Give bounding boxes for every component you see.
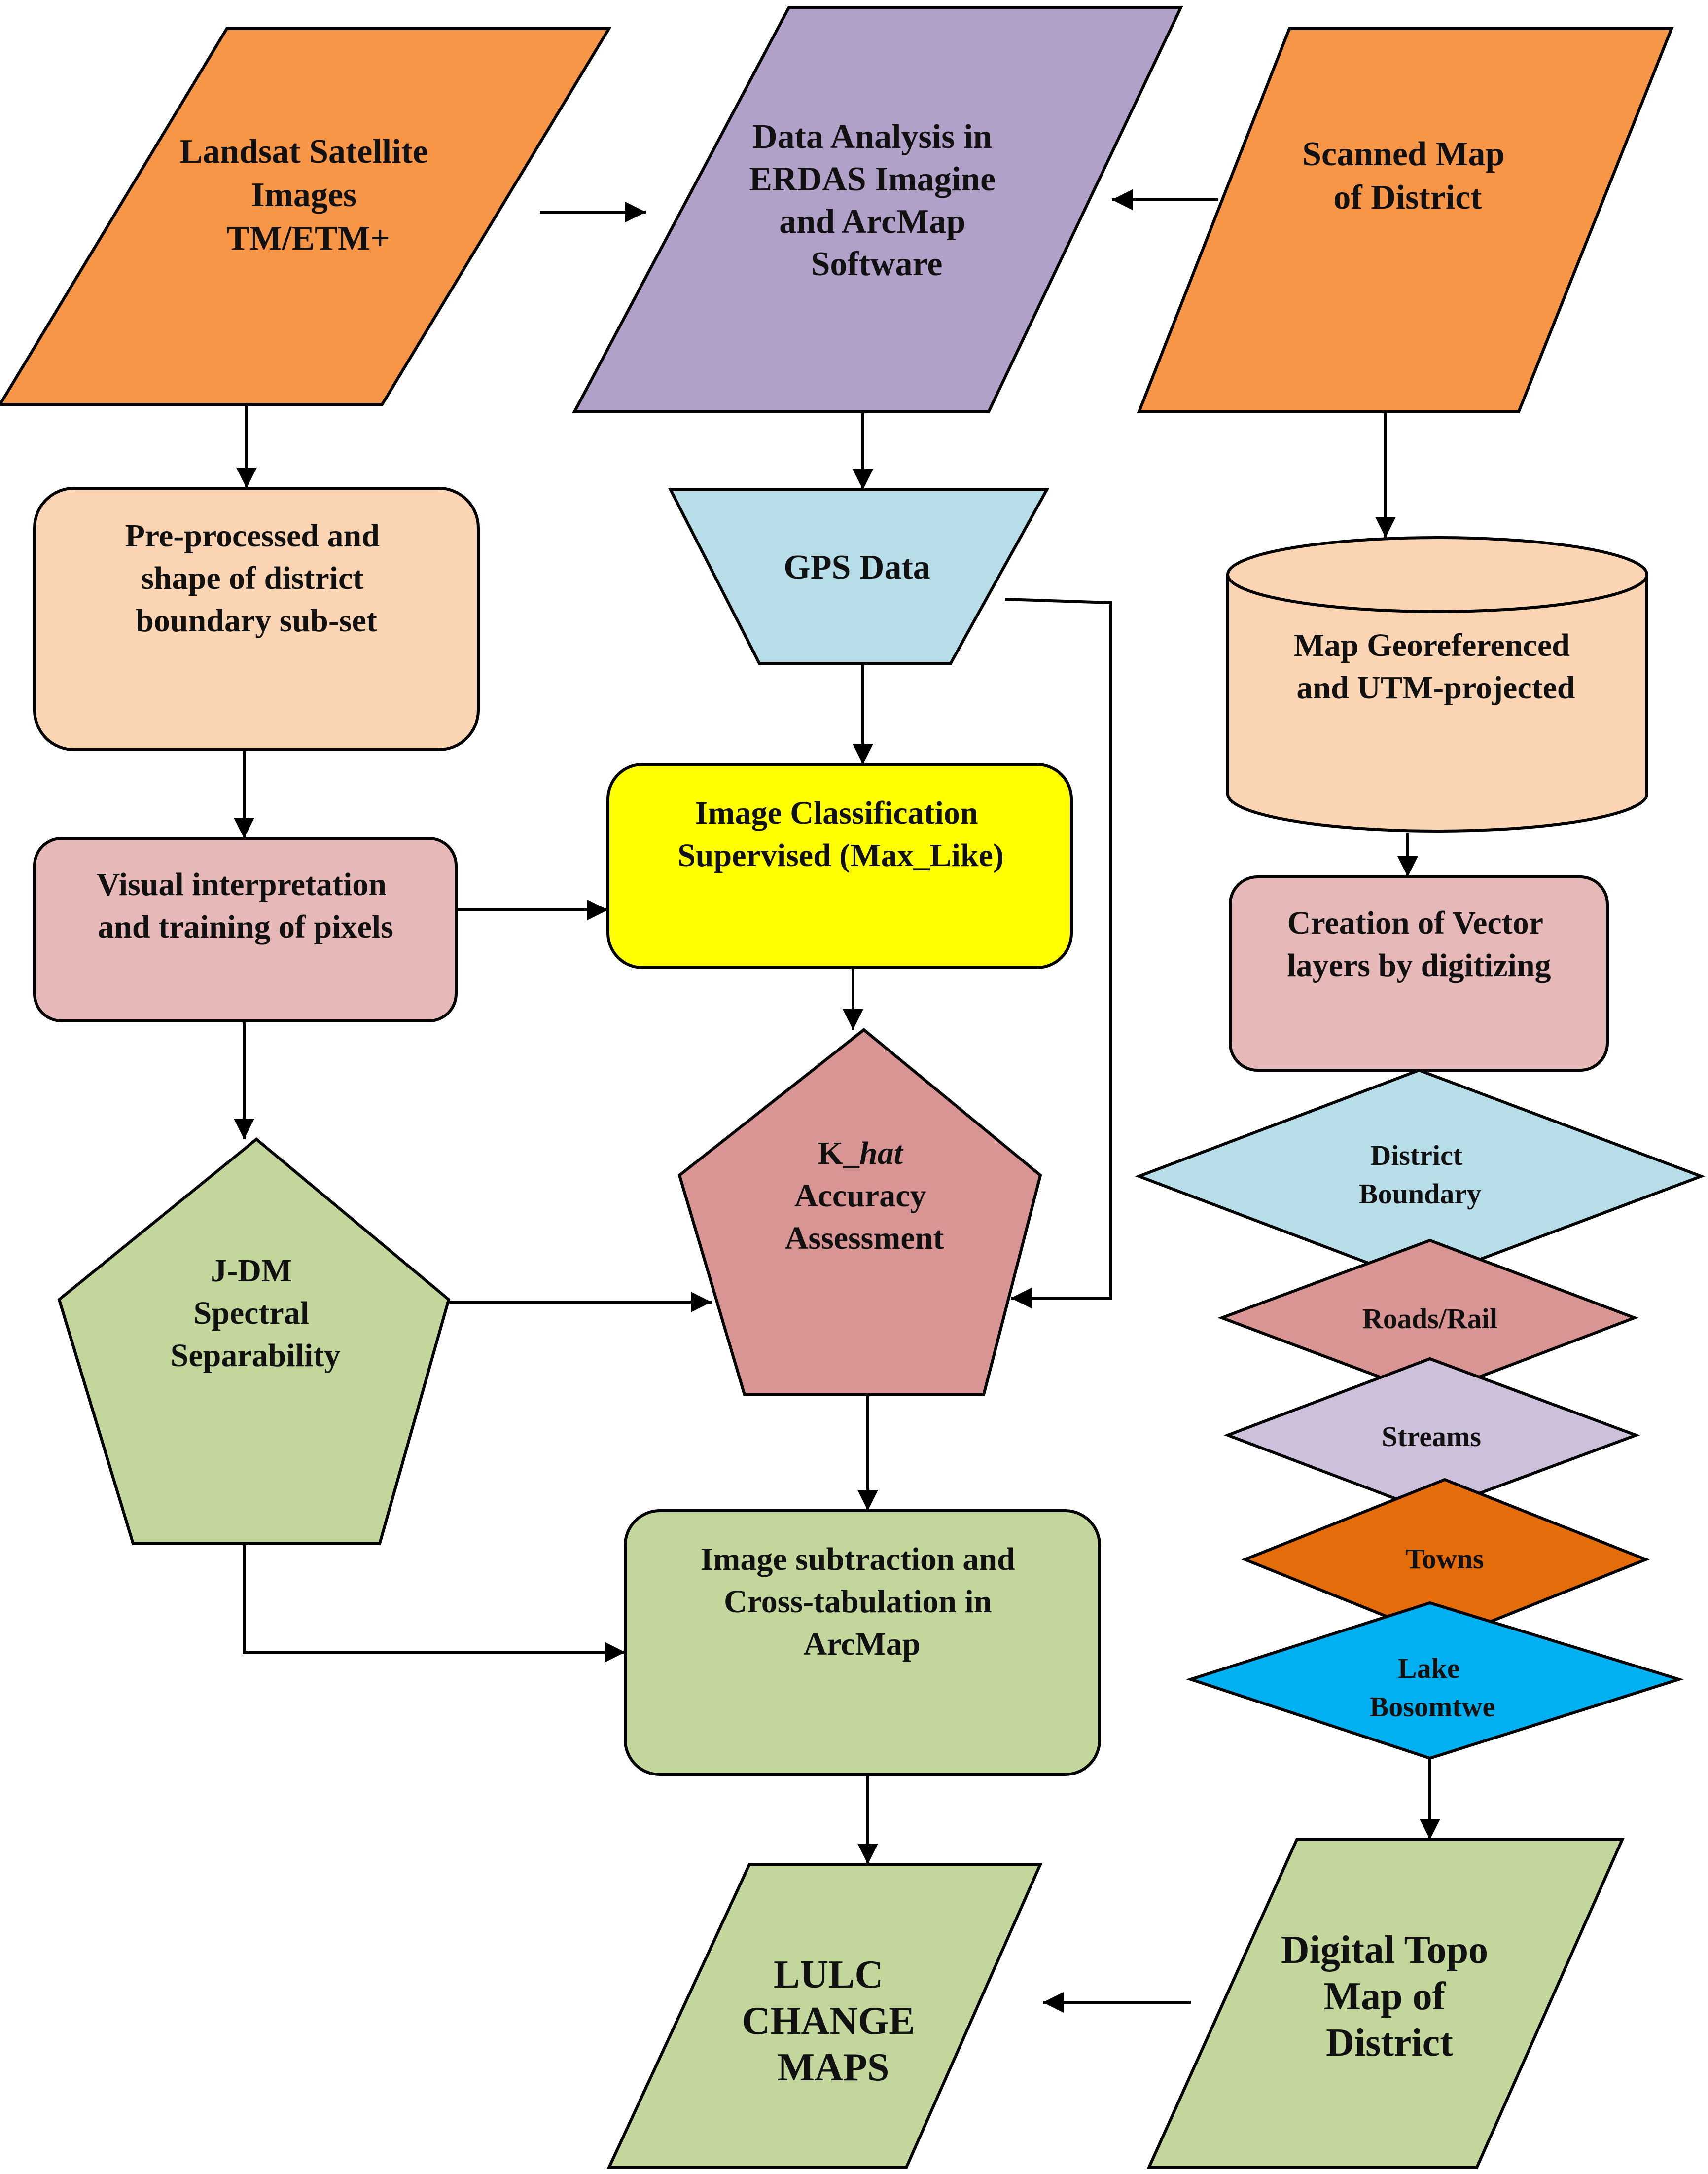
roads-rail-label: Roads/Rail (1362, 1303, 1497, 1335)
image-subtraction-label: Image subtraction and Cross-tabulation i… (701, 1541, 1024, 1662)
gps-data-label: GPS Data (783, 548, 930, 586)
towns-label: Towns (1405, 1543, 1484, 1575)
data-analysis-label: Data Analysis in ERDAS Imagine and ArcMa… (749, 118, 1004, 283)
lake-bosomtwe-label: Lake Bosomtwe (1370, 1652, 1495, 1723)
map-georeferenced-shape (1226, 536, 1648, 833)
image-classification-shape (606, 763, 1073, 969)
creation-vector-label: Creation of Vector layers by digitizing (1287, 905, 1551, 983)
gps-data-shape (668, 488, 1050, 665)
data-analysis-shape (572, 6, 1183, 413)
arrow-gps-to-khat (1004, 598, 1112, 1308)
khat-prefix: K_ (818, 1135, 860, 1171)
shapes (0, 6, 1706, 2169)
lake-bosomtwe-shape (1186, 1601, 1684, 1760)
preprocessed-shape (33, 487, 480, 751)
landsat-images-label: Landsat Satellite Images TM/ETM+ (179, 133, 436, 257)
jdm-separability-shape (57, 1137, 451, 1545)
preprocessed-label: Pre-processed and shape of district boun… (125, 518, 388, 639)
streams-label: Streams (1382, 1420, 1481, 1452)
khat-accuracy-shape (677, 1028, 1042, 1396)
digital-topo-label: Digital Topo Map of District (1281, 1928, 1498, 2065)
lulc-change-maps-shape (606, 1863, 1043, 2169)
visual-interpretation-label: Visual interpretation and training of pi… (97, 867, 395, 945)
connectors (234, 189, 1440, 2013)
khat-italic: hat (859, 1135, 904, 1171)
map-georeferenced-label: Map Georeferenced and UTM-projected (1294, 627, 1578, 706)
khat-accuracy-label: K_hat Accuracy Assessment (785, 1135, 944, 1256)
cylinder-top-rim (1226, 574, 1648, 613)
visual-interpretation-shape (33, 837, 458, 1022)
scanned-map-shape (1137, 27, 1674, 413)
landsat-images-shape (0, 27, 612, 406)
image-subtraction-shape (624, 1509, 1101, 1776)
scanned-map-label: Scanned Map of District (1302, 135, 1513, 217)
digital-topo-shape (1146, 1838, 1625, 2169)
district-boundary-label: District Boundary (1359, 1139, 1481, 1210)
lulc-change-maps-label: LULC CHANGE MAPS (742, 1953, 925, 2089)
image-classification-label: Image Classification Supervised (Max_Lik… (677, 795, 1004, 873)
arrow-jdm-to-subtraction (243, 1544, 625, 1663)
labels: Landsat Satellite Images TM/ETM+ Data An… (97, 118, 1578, 2089)
jdm-separability-label: J-DM Spectral Separability (171, 1253, 341, 1374)
